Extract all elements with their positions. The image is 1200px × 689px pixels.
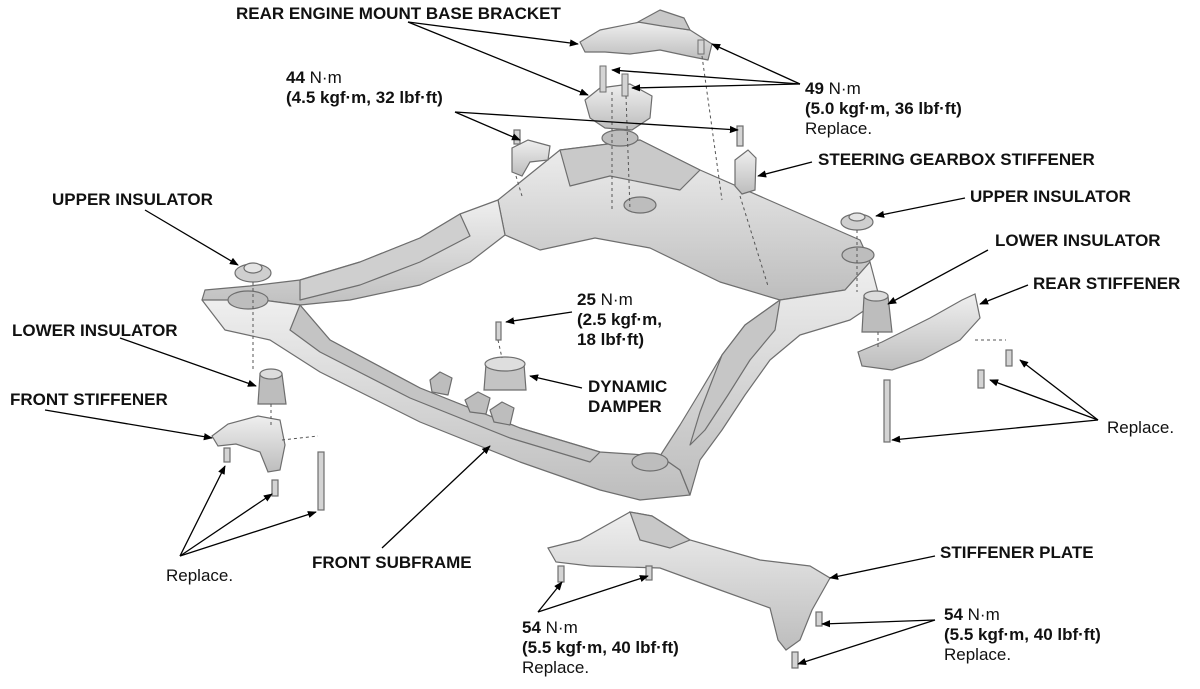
torque-25-value: 25 xyxy=(577,290,596,309)
assembly-guide-lines xyxy=(252,55,1006,441)
label-upper-insulator-right: UPPER INSULATOR xyxy=(970,187,1131,206)
label-torque-49: 49 N·m (5.0 kgf·m, 36 lbf·ft) Replace. xyxy=(805,79,962,139)
bracket-bolts xyxy=(599,39,705,97)
front-stiffener-part xyxy=(211,415,325,511)
torque-44-unit: N·m xyxy=(309,68,342,87)
torque-25-unit: N·m xyxy=(600,290,633,309)
upper-insulator-left-part xyxy=(234,262,272,283)
torque-54-left-note: Replace. xyxy=(522,658,590,677)
dynamic-damper-line1: DYNAMIC xyxy=(588,377,668,396)
label-torque-25: 25 N·m (2.5 kgf·m, 18 lbf·ft) xyxy=(577,290,662,350)
torque-49-alt: (5.0 kgf·m, 36 lbf·ft) xyxy=(805,99,962,118)
torque-49-note: Replace. xyxy=(805,119,873,138)
label-front-stiffener: FRONT STIFFENER xyxy=(10,390,168,409)
stiffener-plate-part xyxy=(547,511,831,669)
label-torque-54-left: 54 N·m (5.5 kgf·m, 40 lbf·ft) Replace. xyxy=(522,618,679,678)
label-stiffener-plate: STIFFENER PLATE xyxy=(940,543,1094,562)
label-upper-insulator-left: UPPER INSULATOR xyxy=(52,190,213,209)
torque-54-left-value: 54 xyxy=(522,618,541,637)
torque-54-right-alt: (5.5 kgf·m, 40 lbf·ft) xyxy=(944,625,1101,644)
label-lower-insulator-left: LOWER INSULATOR xyxy=(12,321,178,340)
torque-25-alt1: (2.5 kgf·m, xyxy=(577,310,663,329)
label-front-subframe: FRONT SUBFRAME xyxy=(312,553,472,572)
torque-49-unit: N·m xyxy=(828,79,861,98)
torque-54-right-unit: N·m xyxy=(967,605,1000,624)
torque-54-right-note: Replace. xyxy=(944,645,1012,664)
torque-44-alt: (4.5 kgf·m, 32 lbf·ft) xyxy=(286,88,443,107)
leader-lines xyxy=(44,21,1099,665)
label-lower-insulator-right: LOWER INSULATOR xyxy=(995,231,1161,250)
steering-gearbox-stiffener xyxy=(734,125,757,195)
label-torque-54-right: 54 N·m (5.5 kgf·m, 40 lbf·ft) Replace. xyxy=(944,605,1101,665)
upper-insulator-right-part xyxy=(840,212,874,231)
front-subframe xyxy=(201,139,881,501)
torque-54-left-alt: (5.5 kgf·m, 40 lbf·ft) xyxy=(522,638,679,657)
torque-25-alt2: 18 lbf·ft) xyxy=(577,330,645,349)
label-rear-engine-mount-base-bracket: REAR ENGINE MOUNT BASE BRACKET xyxy=(236,4,561,23)
lower-insulator-left-part xyxy=(257,368,287,405)
torque-49-value: 49 xyxy=(805,79,824,98)
torque-54-left-unit: N·m xyxy=(545,618,578,637)
label-rear-stiffener: REAR STIFFENER xyxy=(1033,274,1181,293)
torque-44-value: 44 xyxy=(286,68,305,87)
label-steering-gearbox-stiffener: STEERING GEARBOX STIFFENER xyxy=(818,150,1095,169)
torque-54-right-value: 54 xyxy=(944,605,963,624)
label-dynamic-damper: DYNAMIC DAMPER xyxy=(588,377,667,417)
rear-engine-mount-base-bracket xyxy=(579,9,713,147)
lower-insulator-right-part xyxy=(861,290,893,333)
rear-stiffener-part xyxy=(857,293,1013,443)
label-torque-44: 44 N·m (4.5 kgf·m, 32 lbf·ft) xyxy=(286,68,443,108)
dynamic-damper-part xyxy=(483,321,527,391)
label-replace-right: Replace. xyxy=(1107,418,1175,437)
dynamic-damper-line2: DAMPER xyxy=(588,397,662,416)
label-replace-left: Replace. xyxy=(166,566,234,585)
